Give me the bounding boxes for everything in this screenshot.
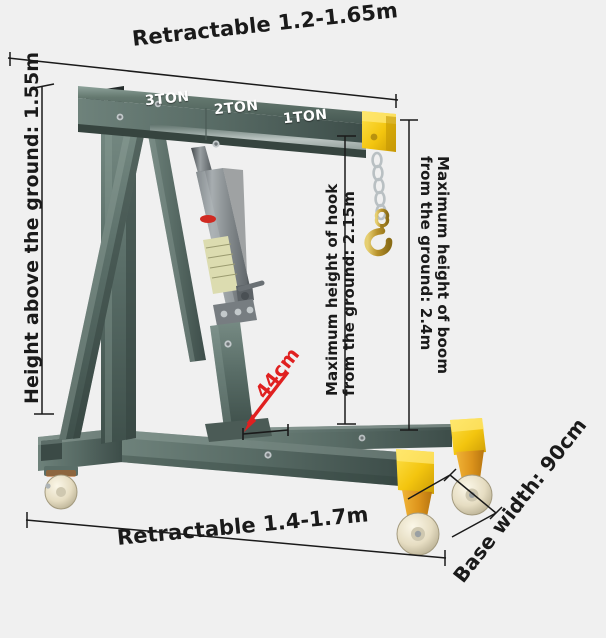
annotation-hook-height: Maximum height of hook from the ground: … bbox=[323, 183, 358, 396]
crane-front-leg bbox=[120, 430, 400, 486]
boom-tip-block bbox=[362, 111, 396, 152]
clearance-bracket bbox=[242, 424, 289, 440]
front-caster-assembly bbox=[44, 466, 78, 510]
rear-caster-assembly-far bbox=[450, 418, 493, 516]
lifting-hook bbox=[364, 208, 393, 257]
annotation-left-height: Height above the ground: 1.55m bbox=[21, 51, 43, 404]
crane-diagonal-brace bbox=[59, 117, 148, 440]
hydraulic-cylinder bbox=[191, 146, 265, 428]
clearance-arrow bbox=[244, 370, 290, 432]
cylinder-pivot-plate bbox=[205, 418, 272, 442]
crane-inner-brace bbox=[146, 122, 206, 362]
crane-boom bbox=[78, 86, 366, 158]
annotation-boom-height: Maximum height of boom from the ground: … bbox=[417, 156, 452, 375]
cylinder-base-mount bbox=[213, 299, 257, 326]
cylinder-valve bbox=[236, 280, 265, 302]
dimension-lines bbox=[7, 52, 503, 566]
rear-caster-assembly-near bbox=[396, 449, 440, 556]
